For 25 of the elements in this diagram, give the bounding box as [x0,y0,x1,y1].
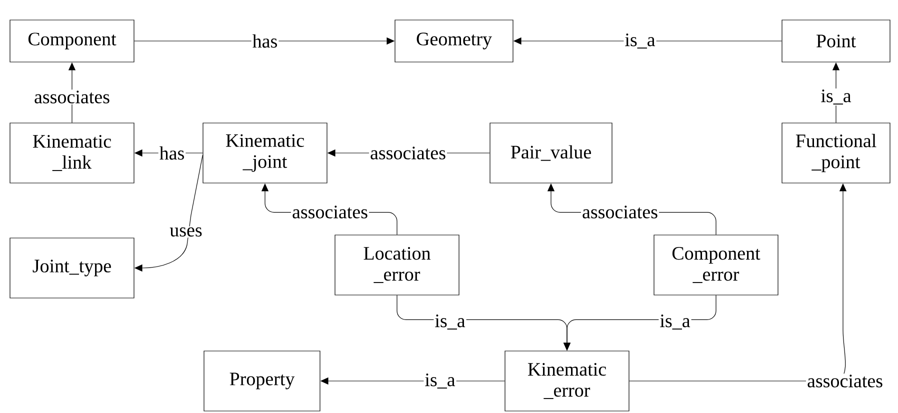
concept-box: Point [782,20,890,62]
concept-box: Functional _point [782,122,890,184]
concept-box: Kinematic _link [10,122,134,184]
edge-label: is_a [658,314,692,331]
concept-box: Joint_type [10,238,134,298]
concept-box: Component [10,20,134,62]
edge-label: associates [291,204,369,220]
edge-label: is_a [820,88,852,106]
edge-label: associates [581,204,659,220]
concept-box: Location _error [334,234,460,296]
concept-box: Geometry [394,20,514,62]
edge-label: is_a [424,372,456,390]
edge-label: is_a [434,314,466,331]
edge-label: has [158,145,186,161]
edge-label: associates [369,146,447,160]
edge-label: associates [33,90,111,104]
edge-label: has [251,33,279,49]
edge-label: is_a [624,32,656,50]
edge-label: associates [806,374,884,388]
concept-box: Component _error [654,234,778,296]
concept-box: Kinematic _error [504,350,630,412]
concept-box: Pair_value [490,122,612,184]
edge-label: uses [168,226,204,238]
concept-box: Property [204,350,320,412]
concept-box: Kinematic _joint [202,122,328,184]
